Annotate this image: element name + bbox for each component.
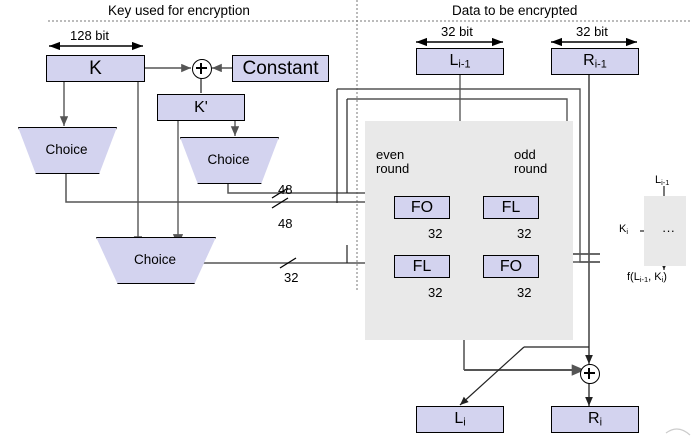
section-title-key: Key used for encryption xyxy=(108,3,250,18)
legend-output-label: f(Li-1, Ki) xyxy=(627,271,667,284)
fl-even-bottom[interactable]: FL xyxy=(394,255,450,278)
fo-odd-bottom-label: FO xyxy=(499,257,523,275)
odd-round-label: odd round xyxy=(514,148,547,176)
even-round-line1: even xyxy=(376,147,405,162)
data-box-R-in-label: Ri-1 xyxy=(583,52,607,71)
xor-output xyxy=(580,364,600,384)
width-label-32-b: 32 xyxy=(517,226,532,241)
data-box-L-in[interactable]: Li-1 xyxy=(416,48,504,75)
data-box-R-out[interactable]: Ri xyxy=(551,406,639,433)
choice-k[interactable]: Choice xyxy=(18,127,117,174)
dim-label-right-32bit: 32 bit xyxy=(576,24,608,39)
bus-width-32-choice: 32 xyxy=(284,270,299,285)
bus-width-48-lower: 48 xyxy=(278,216,293,231)
legend-key-label: Ki xyxy=(619,223,629,236)
odd-round-line2: round xyxy=(514,161,548,176)
width-label-32-c: 32 xyxy=(428,285,443,300)
legend-panel xyxy=(644,196,686,266)
key-box-K[interactable]: K xyxy=(46,55,145,82)
trapezoid-shape xyxy=(96,237,216,284)
data-box-L-out[interactable]: Li xyxy=(416,406,504,433)
data-box-L-out-label: Li xyxy=(454,410,466,429)
data-box-R-out-label: Ri xyxy=(588,410,602,429)
choice-kprime-label: Choice xyxy=(207,152,250,167)
fl-even-bottom-label: FL xyxy=(412,257,432,275)
fo-even-top[interactable]: FO xyxy=(394,196,450,219)
dim-label-left-32bit: 32 bit xyxy=(441,24,473,39)
key-box-Kprime-label: K' xyxy=(194,98,208,116)
legend-input-label: Li-1 xyxy=(655,174,670,187)
trapezoid-shape xyxy=(18,127,117,174)
constant-box[interactable]: Constant xyxy=(232,55,329,82)
even-round-line2: round xyxy=(376,161,410,176)
fl-odd-top[interactable]: FL xyxy=(483,196,539,219)
constant-box-label: Constant xyxy=(242,57,319,79)
even-round-label: even round xyxy=(376,148,409,176)
choice-k-label: Choice xyxy=(45,142,88,157)
choice-kprime[interactable]: Choice xyxy=(180,137,279,184)
odd-round-line1: odd xyxy=(514,147,536,162)
choice-combined[interactable]: Choice xyxy=(96,237,216,284)
fl-odd-top-label: FL xyxy=(501,198,521,216)
choice-combined-label: Choice xyxy=(133,252,177,267)
fo-odd-bottom[interactable]: FO xyxy=(483,255,539,278)
section-title-data: Data to be encrypted xyxy=(452,3,578,18)
key-box-Kprime[interactable]: K' xyxy=(157,94,245,121)
key-box-K-label: K xyxy=(89,57,102,79)
fo-even-top-label: FO xyxy=(410,198,434,216)
legend-ellipsis: ··· xyxy=(662,223,675,238)
width-label-32-d: 32 xyxy=(517,285,532,300)
data-box-L-in-label: Li-1 xyxy=(449,52,471,71)
width-label-32-a: 32 xyxy=(428,226,443,241)
xor-key-constant xyxy=(192,59,212,79)
data-box-R-in[interactable]: Ri-1 xyxy=(551,48,639,75)
dim-label-128bit: 128 bit xyxy=(70,28,110,43)
bus-width-48-upper: 48 xyxy=(278,182,293,197)
round-function-panel xyxy=(365,121,573,340)
